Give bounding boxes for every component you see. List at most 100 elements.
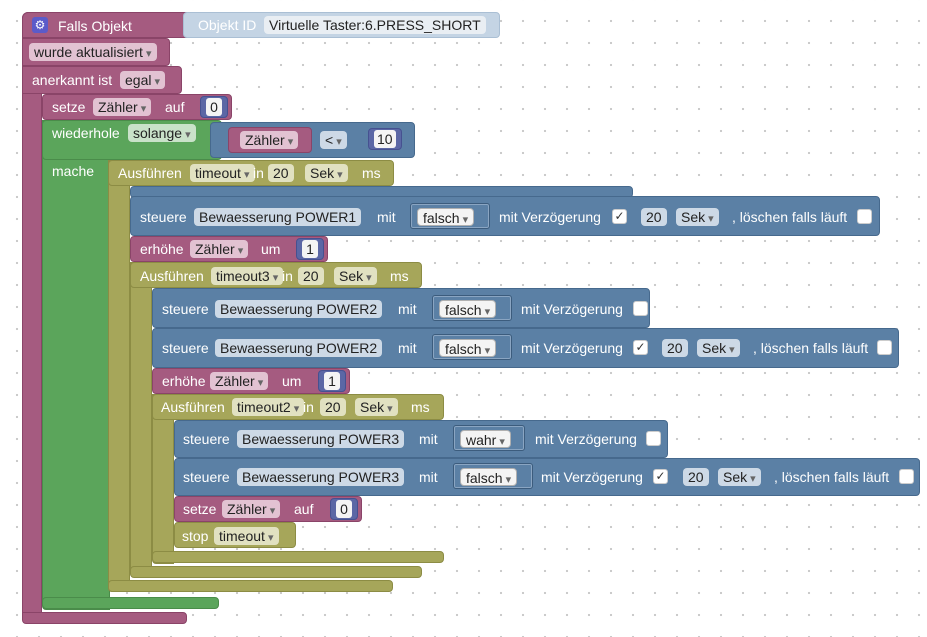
compare-var-dropdown[interactable]: Zähler — [240, 131, 299, 149]
control-device-field[interactable]: Bewaesserung POWER2 — [215, 300, 383, 318]
delay-unit-dropdown[interactable]: Sek — [676, 208, 719, 226]
set-value[interactable]: 0 — [206, 98, 222, 116]
timeout3-in-label: in — [282, 268, 293, 284]
increment-by-label: um — [261, 241, 281, 257]
loop-block-body[interactable] — [42, 120, 110, 610]
timeout-ms-label: ms — [362, 165, 381, 181]
timeout2-in-label: in — [303, 399, 314, 415]
control-device-field[interactable]: Bewaesserung POWER2 — [215, 339, 383, 357]
control-label: steuere — [162, 301, 209, 317]
control-power1-block[interactable] — [130, 196, 880, 236]
object-id-label: Objekt ID — [198, 17, 257, 33]
event-block-body[interactable] — [22, 12, 42, 622]
increment-value-block[interactable]: 1 — [296, 238, 324, 260]
delay-value-field[interactable]: 20 — [641, 208, 667, 226]
control-label: steuere — [140, 209, 187, 225]
control-delay-label: mit Verzögerung — [541, 469, 643, 485]
timeout2-block-footer — [152, 551, 444, 563]
timeout2-name-field[interactable]: timeout2 — [232, 398, 305, 416]
delay-value-field[interactable]: 20 — [662, 339, 688, 357]
set-op-label: auf — [294, 501, 314, 517]
increment-value-block[interactable]: 1 — [318, 370, 346, 392]
control-value-dropdown[interactable]: falsch — [439, 339, 497, 357]
clear-checkbox[interactable] — [877, 340, 892, 355]
compare-value[interactable]: 10 — [374, 130, 396, 148]
control-device-field[interactable]: Bewaesserung POWER3 — [237, 468, 405, 486]
timeout3-block-footer — [130, 566, 422, 578]
clear-label: , löschen falls läuft — [753, 340, 869, 356]
timeout2-label: Ausführen — [161, 399, 225, 415]
delay-checkbox[interactable]: ✓ — [633, 340, 648, 355]
control-value-dropdown[interactable]: falsch — [439, 300, 497, 318]
event-title: Falls Objekt — [58, 18, 132, 34]
loop-block-footer — [42, 597, 219, 609]
event-block-header[interactable] — [22, 12, 192, 38]
timeout3-ms-label: ms — [390, 268, 409, 284]
control-delay-label: mit Verzögerung — [521, 340, 623, 356]
control-device-field[interactable]: Bewaesserung POWER1 — [194, 208, 362, 226]
set-value-block[interactable]: 0 — [200, 96, 228, 118]
control-with-label: mit — [419, 469, 438, 485]
gear-icon[interactable]: ⚙ — [32, 17, 48, 33]
control-with-label: mit — [377, 209, 396, 225]
timeout-block-body[interactable] — [108, 160, 130, 592]
delay-checkbox[interactable] — [633, 301, 648, 316]
set-op-label: auf — [165, 99, 185, 115]
clear-checkbox[interactable] — [899, 469, 914, 484]
clear-label: , löschen falls läuft — [732, 209, 848, 225]
delay-value-field[interactable]: 20 — [683, 468, 709, 486]
compare-op-dropdown[interactable]: < — [320, 131, 347, 149]
timeout-name-field[interactable]: timeout — [190, 164, 255, 182]
set-var-dropdown[interactable]: Zähler — [93, 98, 152, 116]
timeout3-block-body[interactable] — [130, 262, 152, 577]
set-value[interactable]: 0 — [336, 500, 352, 518]
clear-checkbox[interactable] — [857, 209, 872, 224]
event-block-footer — [22, 612, 187, 624]
control-label: steuere — [183, 431, 230, 447]
delay-unit-dropdown[interactable]: Sek — [697, 339, 740, 357]
increment-value[interactable]: 1 — [324, 372, 340, 390]
object-id-field[interactable]: Virtuelle Taster:6.PRESS_SHORT — [264, 16, 486, 34]
timeout3-label: Ausführen — [140, 268, 204, 284]
set-label: setze — [52, 99, 86, 115]
control-value-dropdown[interactable]: falsch — [417, 208, 475, 226]
delay-unit-dropdown[interactable]: Sek — [718, 468, 761, 486]
updated-dropdown[interactable]: wurde aktualisiert — [29, 43, 157, 61]
set-var-dropdown[interactable]: Zähler — [222, 500, 281, 518]
delay-checkbox[interactable]: ✓ — [612, 209, 627, 224]
timeout-label: Ausführen — [118, 165, 182, 181]
timeout-value-field[interactable]: 20 — [268, 164, 294, 182]
increment-var-dropdown[interactable]: Zähler — [190, 240, 249, 258]
timeout3-value-field[interactable]: 20 — [298, 267, 324, 285]
loop-mode-dropdown[interactable]: solange — [128, 124, 196, 142]
timeout3-unit-dropdown[interactable]: Sek — [334, 267, 377, 285]
control-delay-label: mit Verzögerung — [535, 431, 637, 447]
delay-checkbox[interactable]: ✓ — [653, 469, 668, 484]
control-label: steuere — [183, 469, 230, 485]
stop-name-dropdown[interactable]: timeout — [214, 527, 279, 545]
timeout2-ms-label: ms — [411, 399, 430, 415]
control-device-field[interactable]: Bewaesserung POWER3 — [237, 430, 405, 448]
control-with-label: mit — [398, 301, 417, 317]
delay-checkbox[interactable] — [646, 431, 661, 446]
timeout-in-label: in — [253, 165, 264, 181]
increment-value[interactable]: 1 — [302, 240, 318, 258]
control-label: steuere — [162, 340, 209, 356]
set-value-block[interactable]: 0 — [330, 498, 358, 520]
timeout2-unit-dropdown[interactable]: Sek — [355, 398, 398, 416]
set-label: setze — [183, 501, 217, 517]
increment-label: erhöhe — [140, 241, 184, 257]
timeout-block-footer — [108, 580, 393, 592]
control-value-dropdown[interactable]: wahr — [460, 430, 511, 448]
timeout-unit-dropdown[interactable]: Sek — [305, 164, 348, 182]
control-value-dropdown[interactable]: falsch — [460, 468, 518, 486]
timeout3-name-field[interactable]: timeout3 — [211, 267, 284, 285]
increment-var-dropdown[interactable]: Zähler — [210, 372, 269, 390]
ack-dropdown[interactable]: egal — [120, 71, 166, 89]
ack-label: anerkannt ist — [32, 72, 113, 88]
increment-by-label: um — [282, 373, 302, 389]
loop-do-label: mache — [52, 163, 95, 179]
timeout2-value-field[interactable]: 20 — [320, 398, 346, 416]
stop-label: stop — [182, 528, 209, 544]
compare-value-block[interactable]: 10 — [368, 128, 402, 150]
